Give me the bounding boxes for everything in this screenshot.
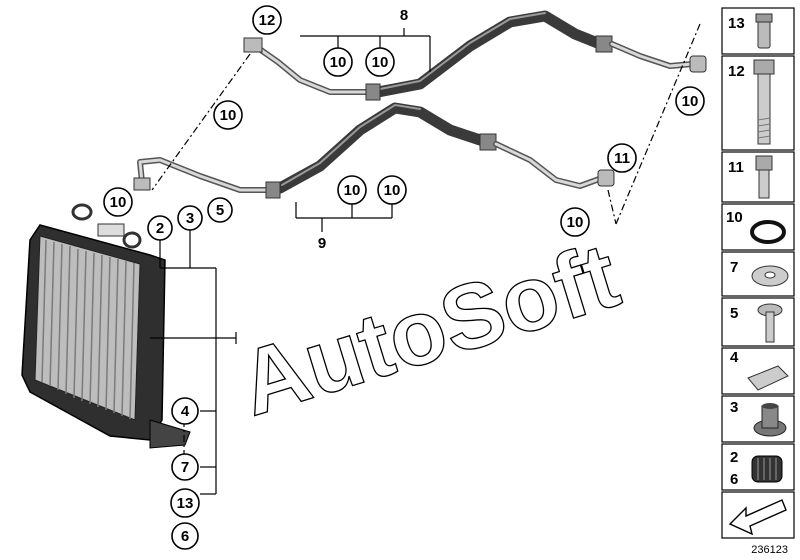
grommet-icon [751, 455, 783, 483]
callout-10-f: 10 [377, 175, 407, 205]
svg-text:5: 5 [216, 202, 224, 219]
screw-with-washer-icon [757, 303, 783, 343]
svg-text:7: 7 [181, 459, 189, 476]
pin-icon [755, 13, 773, 49]
callout-10-d: 10 [675, 86, 705, 116]
svg-text:6: 6 [730, 471, 738, 488]
spring-nut-icon [747, 365, 789, 391]
svg-text:4: 4 [181, 403, 190, 420]
callout-10-h: 10 [560, 207, 590, 237]
svg-text:10: 10 [344, 182, 361, 199]
callout-10-a: 10 [323, 47, 353, 77]
callout-10-e: 10 [337, 175, 367, 205]
legend-row-13: 13 [721, 7, 795, 55]
svg-text:2: 2 [730, 449, 738, 466]
callout-2: 2 [147, 215, 173, 241]
svg-text:12: 12 [259, 12, 276, 29]
lower-cooler-line [133, 102, 615, 199]
callout-12-top: 12 [252, 5, 282, 35]
svg-text:10: 10 [567, 214, 584, 231]
legend-row-11: 11 [721, 151, 795, 203]
callout-3: 3 [177, 205, 203, 231]
short-bolt-icon [755, 155, 773, 199]
legend-row-3: 3 [721, 395, 795, 443]
callout-10-c: 10 [213, 100, 243, 130]
callout-10-g: 10 [103, 187, 133, 217]
svg-text:13: 13 [177, 495, 194, 512]
callout-5: 5 [207, 197, 233, 223]
callout-4: 4 [171, 397, 199, 425]
long-bolt-icon [753, 59, 775, 145]
svg-text:7: 7 [730, 259, 738, 276]
svg-text:10: 10 [384, 182, 401, 199]
svg-text:10: 10 [682, 93, 699, 110]
callout-8: 8 [400, 7, 408, 24]
o-ring-icon [750, 220, 786, 244]
legend-row-10: 10 [721, 203, 795, 251]
rubber-mount-icon [753, 403, 787, 437]
svg-text:5: 5 [730, 305, 738, 322]
legend-row-2-6: 2 6 [721, 443, 795, 491]
oil-cooler [21, 203, 191, 449]
legend-row-5: 5 [721, 297, 795, 347]
upper-cooler-line [243, 10, 707, 101]
svg-text:6: 6 [181, 528, 189, 545]
svg-text:10: 10 [330, 54, 347, 71]
callout-11: 11 [607, 143, 637, 173]
svg-text:12: 12 [728, 63, 745, 80]
callout-7: 7 [171, 453, 199, 481]
svg-text:11: 11 [614, 150, 630, 167]
legend-row-4: 4 [721, 347, 795, 395]
leader-lines [150, 23, 701, 495]
svg-text:11: 11 [728, 159, 744, 176]
legend-row-12: 12 [721, 55, 795, 151]
callout-13: 13 [170, 488, 200, 518]
callout-9: 9 [318, 235, 326, 252]
callout-10-b: 10 [365, 47, 395, 77]
washer-icon [751, 265, 789, 287]
svg-text:3: 3 [730, 399, 738, 416]
svg-text:10: 10 [726, 209, 743, 226]
svg-text:4: 4 [730, 349, 739, 366]
svg-text:13: 13 [728, 15, 745, 32]
svg-text:10: 10 [220, 107, 237, 124]
legend-row-7: 7 [721, 251, 795, 297]
svg-text:3: 3 [186, 210, 194, 227]
arrow-icon [728, 499, 787, 536]
svg-text:10: 10 [110, 194, 127, 211]
parts-legend: 13 12 11 10 [721, 7, 795, 539]
callout-6: 6 [171, 522, 199, 550]
document-number: 236123 [751, 544, 788, 556]
svg-text:2: 2 [156, 220, 164, 237]
watermark-text: AutoSoft [229, 224, 630, 435]
svg-text:10: 10 [372, 54, 389, 71]
legend-row-arrow [721, 491, 795, 539]
